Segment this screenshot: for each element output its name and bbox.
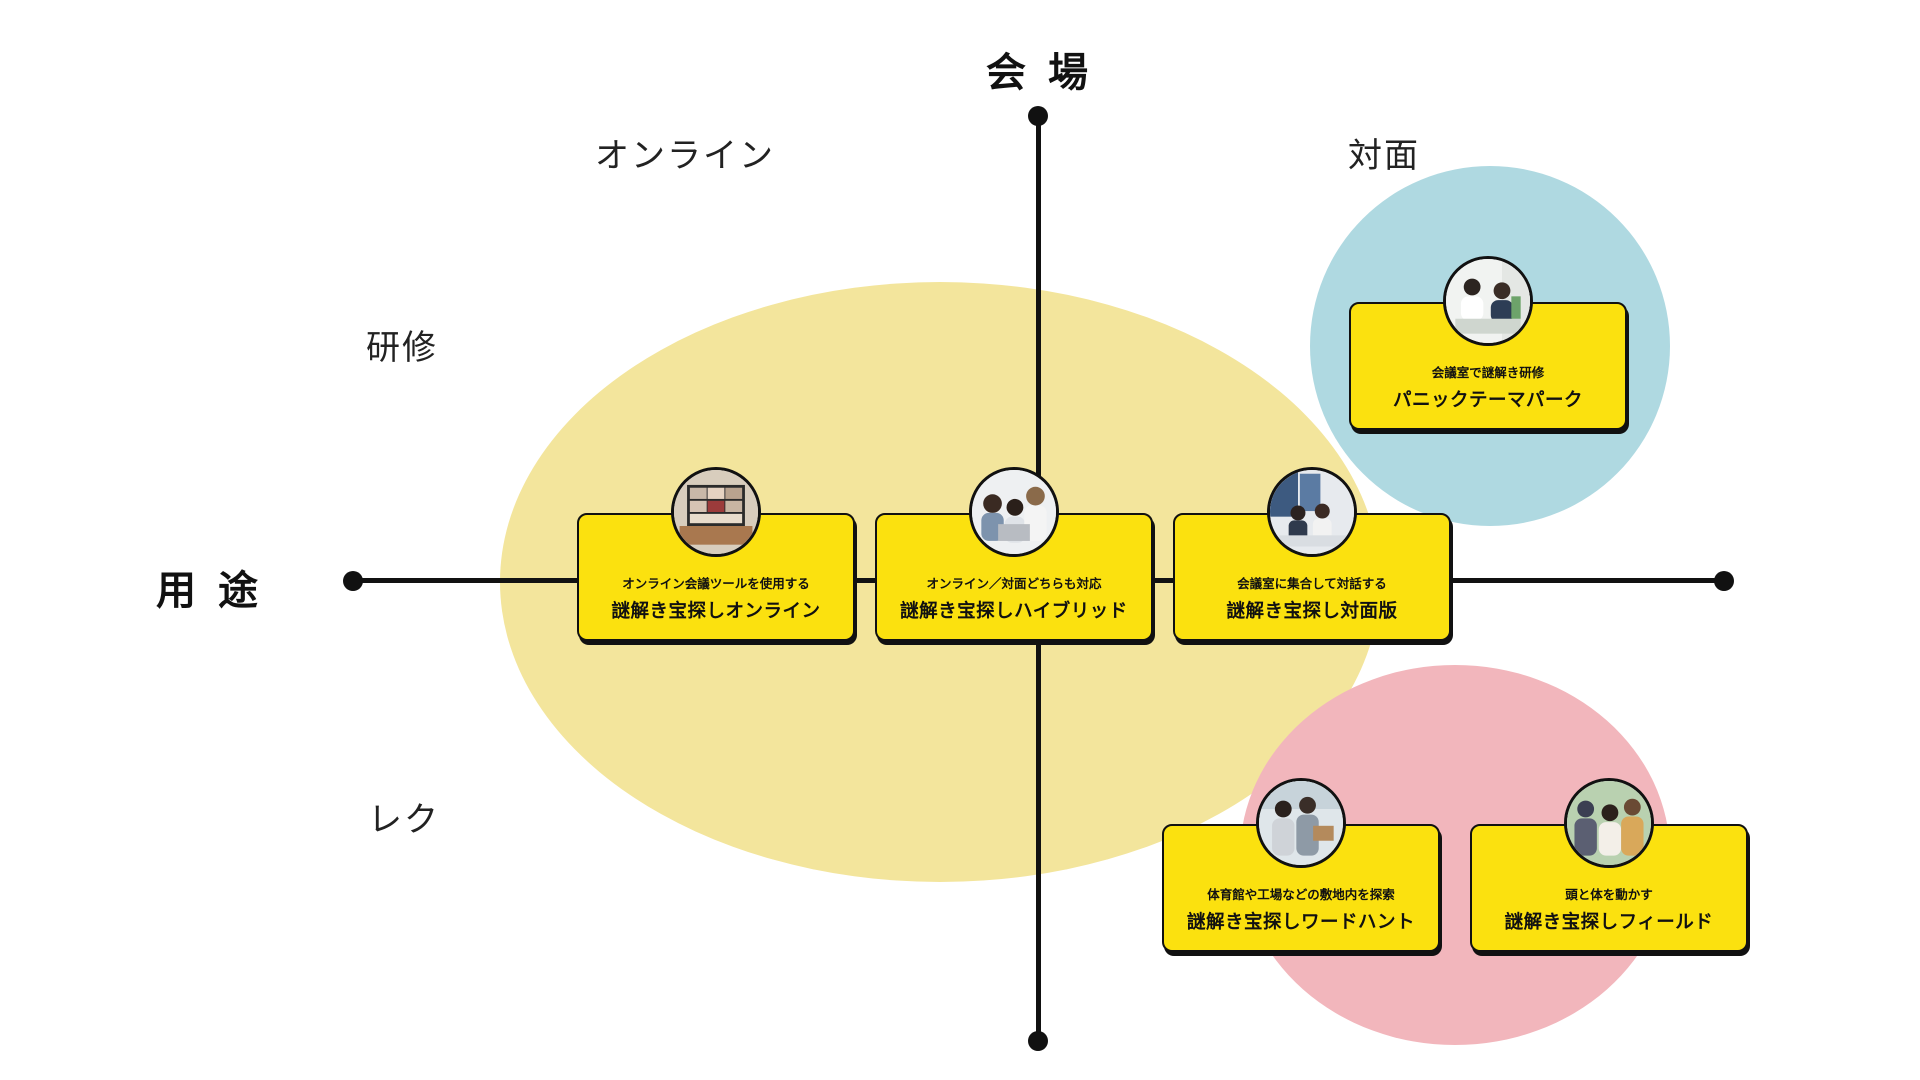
card-field-subtitle: 頭と体を動かす bbox=[1565, 887, 1653, 902]
venue-axis-title: 会場 bbox=[986, 50, 1110, 96]
card-online-name: 謎解き宝探しオンライン bbox=[611, 601, 821, 622]
card-in-person-subtitle: 会議室に集合して対話する bbox=[1237, 576, 1387, 591]
usage-axis-left-endpoint bbox=[343, 571, 363, 591]
venue-axis-bottom-endpoint bbox=[1028, 1031, 1048, 1051]
usage-axis-title: 用途 bbox=[156, 568, 280, 614]
card-word-hunt[interactable]: 体育館や工場などの敷地内を探索 謎解き宝探しワードハント bbox=[1162, 778, 1440, 952]
card-hybrid[interactable]: オンライン／対面どちらも対応 謎解き宝探しハイブリッド bbox=[875, 467, 1153, 641]
card-in-person[interactable]: 会議室に集合して対話する 謎解き宝探し対面版 bbox=[1173, 467, 1451, 641]
card-word-hunt-name: 謎解き宝探しワードハント bbox=[1186, 912, 1415, 933]
card-field[interactable]: 頭と体を動かす 謎解き宝探しフィールド bbox=[1470, 778, 1748, 952]
card-online-subtitle: オンライン会議ツールを使用する bbox=[622, 576, 810, 591]
in-person-label: 対面 bbox=[1348, 136, 1420, 176]
online-label: オンライン bbox=[595, 136, 775, 176]
card-word-hunt-subtitle: 体育館や工場などの敷地内を探索 bbox=[1207, 887, 1395, 902]
card-hybrid-name: 謎解き宝探しハイブリッド bbox=[900, 601, 1128, 622]
venue-axis-top-endpoint bbox=[1028, 106, 1048, 126]
cheering-friends-photo bbox=[1564, 778, 1654, 868]
video-conference-photo bbox=[671, 467, 761, 557]
usage-axis-right-endpoint bbox=[1714, 571, 1734, 591]
card-panic-name: パニックテーマパーク bbox=[1392, 390, 1583, 411]
office-discussion-photo bbox=[1443, 256, 1533, 346]
card-online[interactable]: オンライン会議ツールを使用する 謎解き宝探しオンライン bbox=[577, 467, 855, 641]
card-panic-theme-park[interactable]: 会議室で謎解き研修 パニックテーマパーク bbox=[1349, 256, 1627, 430]
training-label: 研修 bbox=[366, 328, 438, 368]
card-field-name: 謎解き宝探しフィールド bbox=[1504, 912, 1714, 933]
card-hybrid-subtitle: オンライン／対面どちらも対応 bbox=[926, 576, 1102, 591]
meeting-room-photo bbox=[1267, 467, 1357, 557]
group-outdoors-photo bbox=[1256, 778, 1346, 868]
card-panic-subtitle: 会議室で謎解き研修 bbox=[1431, 365, 1545, 380]
recreation-label: レク bbox=[368, 800, 440, 840]
card-in-person-name: 謎解き宝探し対面版 bbox=[1226, 601, 1398, 622]
team-with-laptop-photo bbox=[969, 467, 1059, 557]
